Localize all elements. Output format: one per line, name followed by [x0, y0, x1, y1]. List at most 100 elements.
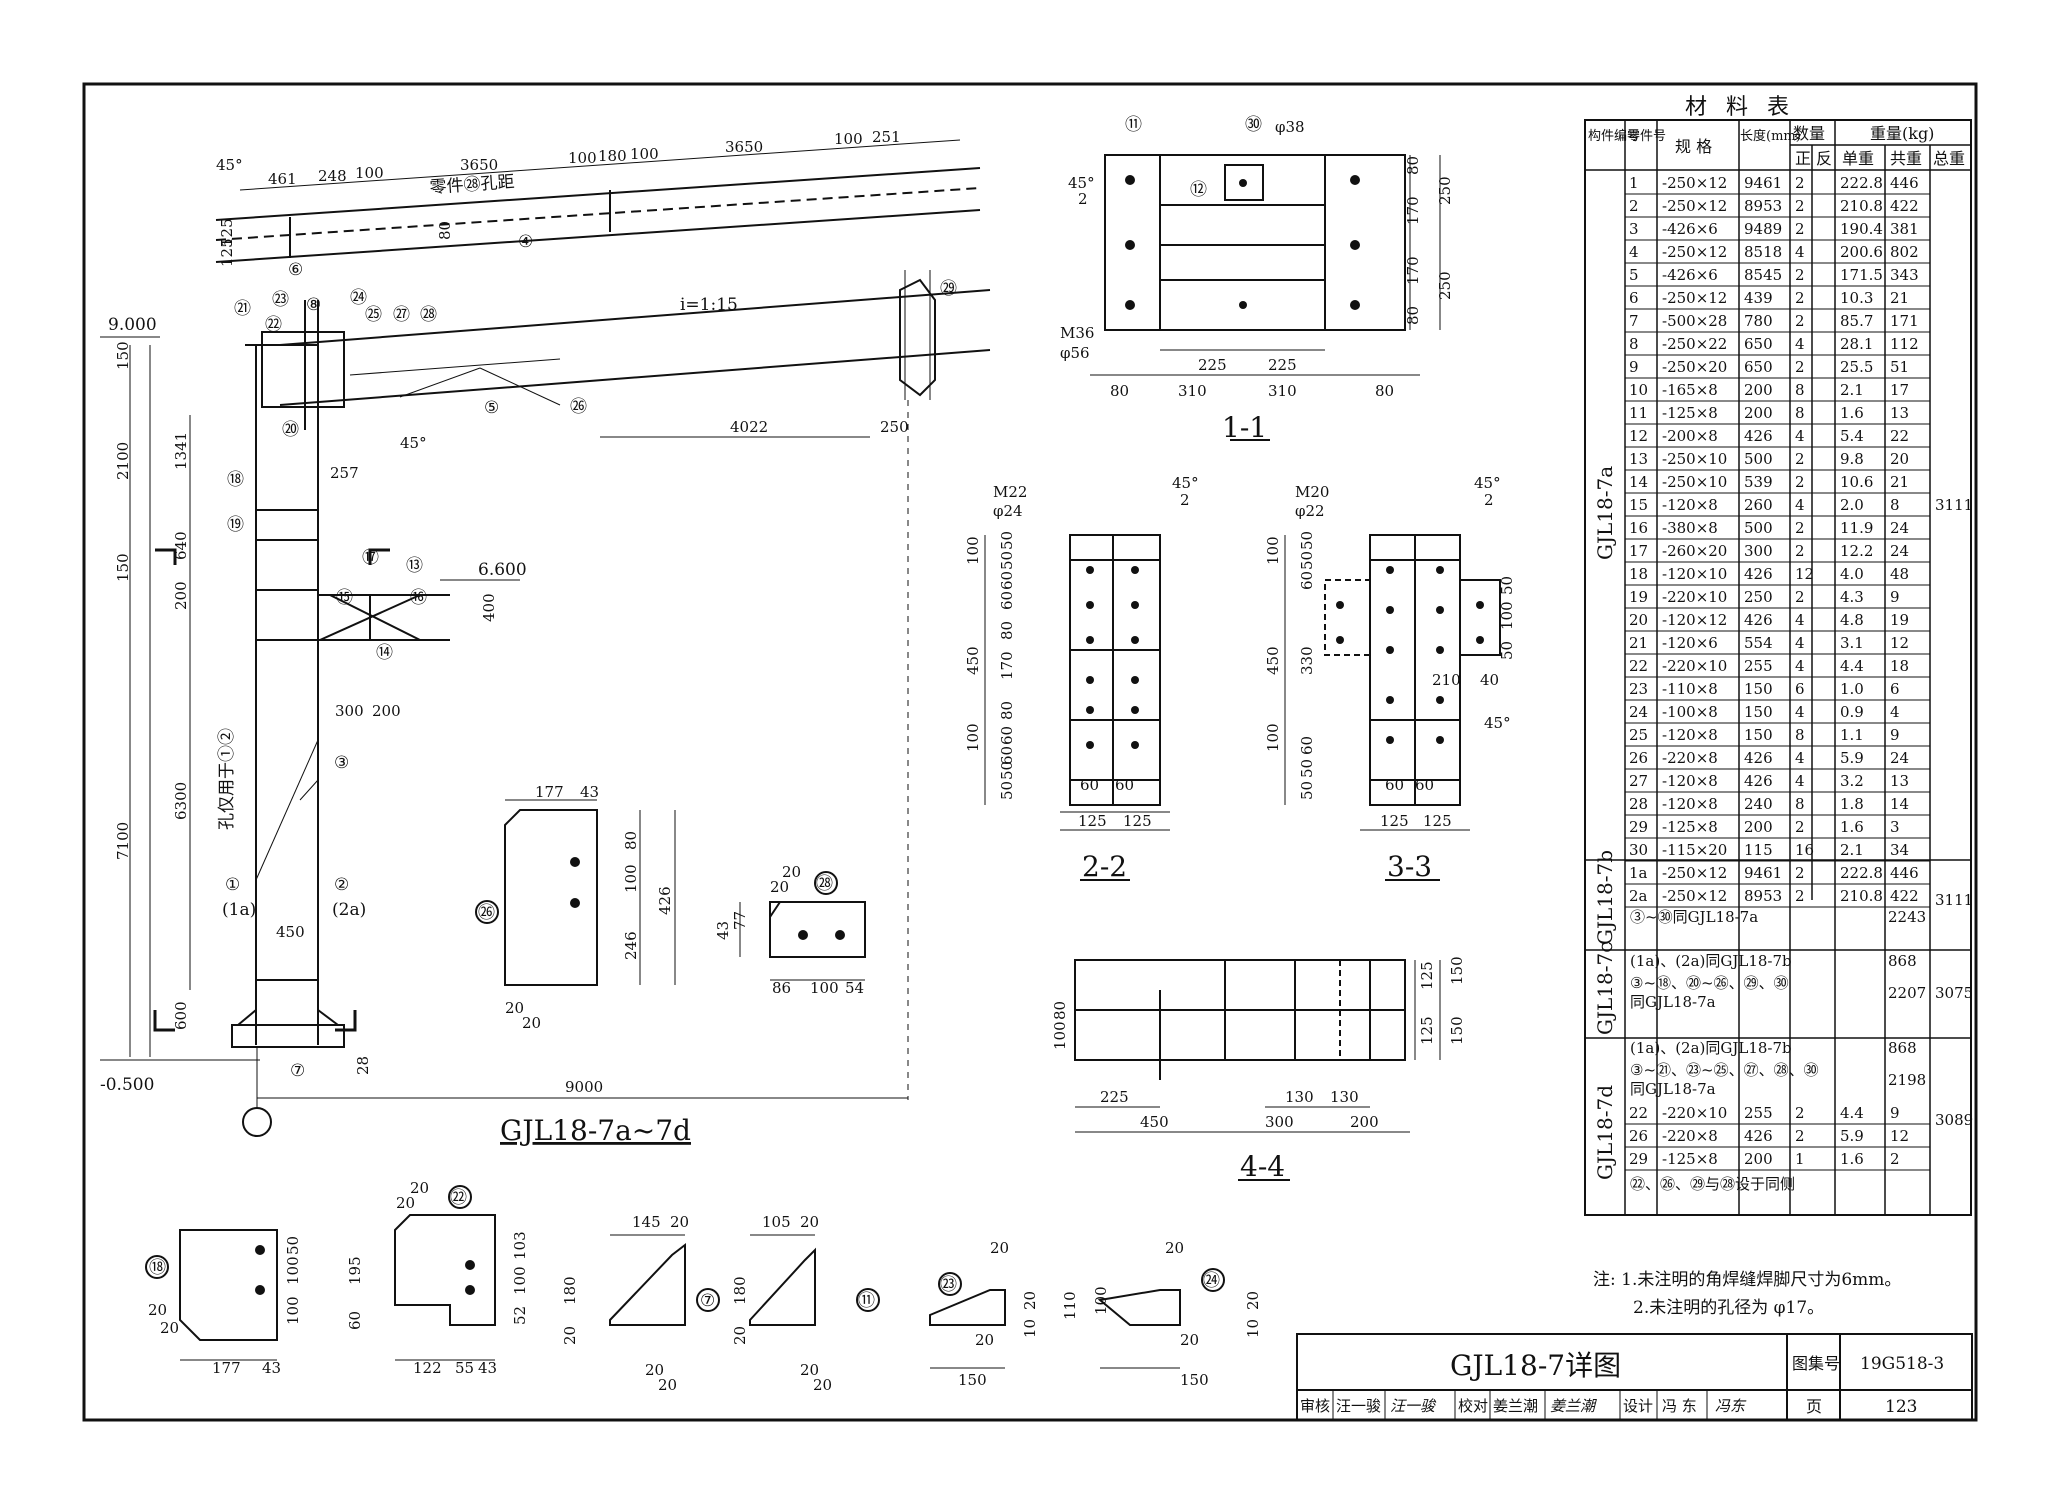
th-part: 零件号 — [1627, 129, 1666, 144]
section-1-1-title: 1-1 — [1222, 411, 1267, 444]
svg-text:246: 246 — [622, 931, 640, 960]
table-cell: -120×8 — [1662, 772, 1718, 790]
svg-text:150: 150 — [114, 341, 132, 370]
table-cell: 9489 — [1744, 220, 1782, 238]
table-cell: 12.2 — [1840, 542, 1873, 560]
table-cell: 18 — [1890, 657, 1909, 675]
table-cell: 34 — [1890, 841, 1909, 859]
table-cell: -125×8 — [1662, 818, 1718, 836]
svg-text:3650: 3650 — [460, 156, 498, 174]
table-cell: 85.7 — [1840, 312, 1873, 330]
page-label: 页 — [1806, 1397, 1822, 1416]
c-note1-weight: 868 — [1888, 952, 1917, 970]
table-cell: 26 — [1629, 1127, 1648, 1145]
svg-text:45°: 45° — [1068, 174, 1095, 192]
svg-text:20: 20 — [800, 1213, 819, 1231]
svg-text:150: 150 — [1448, 956, 1466, 985]
svg-text:100: 100 — [1264, 723, 1282, 752]
table-cell: 426 — [1744, 749, 1773, 767]
svg-text:50: 50 — [1498, 576, 1516, 595]
table-cell: 4 — [1795, 772, 1805, 790]
table-cell: 1.6 — [1840, 404, 1864, 422]
table-cell: 250 — [1744, 588, 1773, 606]
b-note-weight: 2243 — [1888, 908, 1926, 926]
svg-text:⑰: ⑰ — [362, 548, 379, 568]
table-cell: 24 — [1890, 519, 1909, 537]
table-cell: 28 — [1629, 795, 1648, 813]
table-cell: 8518 — [1744, 243, 1782, 261]
table-cell: 2 — [1795, 519, 1805, 537]
svg-text:180: 180 — [731, 1276, 749, 1305]
th-qty-pos: 正 — [1795, 149, 1811, 168]
svg-text:㉔: ㉔ — [1203, 1271, 1220, 1291]
table-cell: 2 — [1795, 450, 1805, 468]
table-cell: 3 — [1629, 220, 1639, 238]
table-cell: -100×8 — [1662, 703, 1718, 721]
svg-text:177: 177 — [535, 783, 564, 801]
svg-text:20: 20 — [1021, 1291, 1039, 1310]
svg-text:310: 310 — [1178, 382, 1207, 400]
svg-text:105: 105 — [762, 1213, 791, 1231]
table-cell: 1.8 — [1840, 795, 1864, 813]
table-cell: 222.8 — [1840, 864, 1883, 882]
table-cell: 9 — [1629, 358, 1639, 376]
table-cell: -426×6 — [1662, 220, 1718, 238]
table-cell: 539 — [1744, 473, 1773, 491]
table-cell: 19 — [1629, 588, 1648, 606]
table-cell: 1 — [1629, 174, 1639, 192]
svg-text:150: 150 — [114, 553, 132, 582]
svg-text:86: 86 — [772, 979, 791, 997]
svg-text:20: 20 — [813, 1376, 832, 1394]
section-3-3 — [1284, 534, 1501, 881]
svg-text:100: 100 — [964, 536, 982, 565]
table-cell: 4.4 — [1840, 1104, 1864, 1122]
table-cell: 4.4 — [1840, 657, 1864, 675]
svg-text:㉘: ㉘ — [420, 305, 437, 325]
svg-text:㉚: ㉚ — [1245, 115, 1262, 135]
svg-text:100: 100 — [834, 130, 863, 148]
svg-text:110: 110 — [1061, 1291, 1079, 1320]
svg-text:461: 461 — [268, 170, 297, 188]
svg-text:45°: 45° — [1484, 714, 1511, 732]
part-callouts: ① (1a) ② (2a) ③ ④ ⑤ ⑥ ⑦ ⑧ ⑪ ⑫ ⑬ ⑭ ⑮ ⑯ ⑰ … — [222, 115, 1262, 1081]
svg-text:43: 43 — [580, 783, 599, 801]
table-cell: 8 — [1795, 381, 1805, 399]
table-cell: -220×10 — [1662, 1104, 1727, 1122]
table-cell: 18 — [1629, 565, 1648, 583]
level-minus-0500: -0.500 — [100, 1075, 154, 1095]
detail-part-28-text: 20 20 43 77 86 100 54 ㉘ — [714, 863, 864, 997]
svg-text:170: 170 — [1404, 256, 1422, 285]
table-cell: -120×8 — [1662, 795, 1718, 813]
c-note2b: 同GJL18-7a — [1630, 993, 1716, 1011]
section-1-1-text: 1-1 80 310 310 80 225 225 80 170 170 80 … — [1060, 118, 1454, 444]
svg-text:50: 50 — [1298, 781, 1316, 800]
table-cell: 1.0 — [1840, 680, 1864, 698]
d-note2-weight: 2198 — [1888, 1071, 1926, 1089]
th-qty: 数量 — [1793, 124, 1825, 143]
table-cell: 4 — [1795, 749, 1805, 767]
page-no: 123 — [1885, 1397, 1917, 1417]
table-cell: 16 — [1795, 841, 1814, 859]
table-cell: 255 — [1744, 657, 1773, 675]
table-cell: 13 — [1629, 450, 1648, 468]
table-cell: 2 — [1890, 1150, 1900, 1168]
svg-text:2: 2 — [1078, 190, 1088, 208]
table-cell: 4 — [1795, 657, 1805, 675]
section-2-2 — [984, 534, 1170, 881]
table-cell: 22 — [1629, 1104, 1648, 1122]
svg-text:225: 225 — [1100, 1088, 1129, 1106]
table-cell: 5.9 — [1840, 1127, 1864, 1145]
table-cell: 13 — [1890, 772, 1909, 790]
table-cell: 426 — [1744, 565, 1773, 583]
group-d-name: GJL18-7d — [1593, 1085, 1617, 1180]
th-w-sum: 总重 — [1933, 149, 1965, 168]
svg-text:⑭: ⑭ — [376, 643, 393, 663]
svg-text:⑧: ⑧ — [306, 295, 321, 315]
svg-text:150: 150 — [1180, 1371, 1209, 1389]
table-cell: 4 — [1795, 611, 1805, 629]
table-cell: 650 — [1744, 358, 1773, 376]
table-cell: -250×10 — [1662, 473, 1727, 491]
table-cell: 6 — [1890, 680, 1900, 698]
svg-text:150: 150 — [1448, 1016, 1466, 1045]
